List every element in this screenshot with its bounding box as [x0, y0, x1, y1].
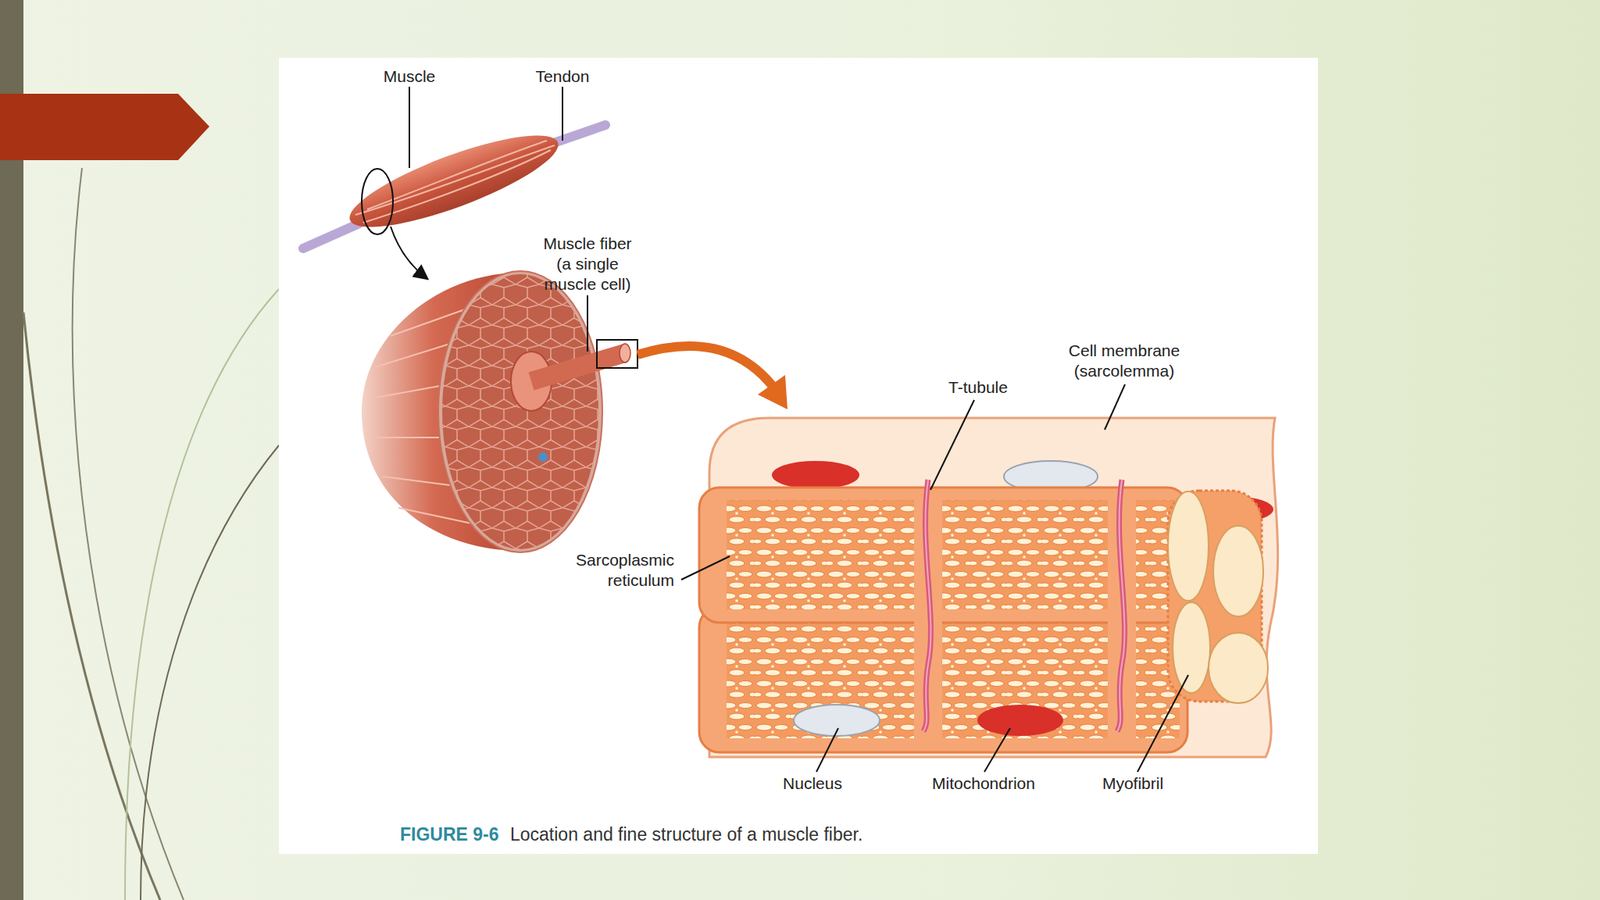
leader-line [1104, 384, 1125, 430]
leader-line [408, 86, 411, 168]
leader-lines [409, 86, 1189, 772]
leader-line [561, 86, 564, 141]
leader-line [681, 556, 730, 580]
loop-arrow [361, 168, 393, 235]
leader-line [816, 728, 839, 772]
deco-curve [23, 312, 161, 900]
part-label: Nucleus [757, 773, 868, 794]
leader-line [1137, 675, 1189, 772]
part-label: Tendon [515, 66, 610, 87]
part-label: Mitochondrion [913, 773, 1054, 794]
loop-arrow [390, 226, 427, 279]
zoom-arrow [637, 346, 775, 390]
part-label: Muscle fiber (a single muscle cell) [535, 233, 641, 295]
part-label: Muscle [362, 66, 457, 87]
zoom-box [596, 339, 638, 368]
myofibril-end [1172, 602, 1211, 693]
zoom-arrow-head [757, 375, 788, 410]
deco-curve [125, 289, 279, 900]
single-fiber-end [619, 343, 631, 363]
muscle [340, 117, 567, 244]
part-label: Myofibril [1078, 773, 1188, 794]
part-label: T-tubule [923, 377, 1033, 398]
leader-line [586, 295, 589, 352]
figure-caption: Location and fine structure of a muscle … [510, 823, 863, 846]
t-tubule [923, 479, 1125, 732]
myofibril-end [1167, 491, 1209, 601]
blood-vessel [538, 452, 548, 462]
figure-number: FIGURE 9-6 [400, 823, 510, 846]
figure-panel [278, 57, 1318, 854]
fascicles [437, 269, 606, 559]
myofibril-end [1213, 525, 1264, 617]
tab-arrow [0, 93, 210, 161]
mitochondrion [977, 704, 1064, 736]
part-label: Cell membrane (sarcolemma) [1061, 340, 1187, 382]
deco-curve [140, 445, 279, 900]
mitochondrion [771, 460, 860, 490]
leader-line [984, 728, 1011, 772]
myofibril-end [1208, 632, 1268, 704]
part-label: Sarcoplasmic reticulum [564, 550, 675, 591]
sarcolemma [709, 417, 1279, 758]
leader-line [930, 400, 975, 490]
muscle-striation [355, 140, 555, 223]
